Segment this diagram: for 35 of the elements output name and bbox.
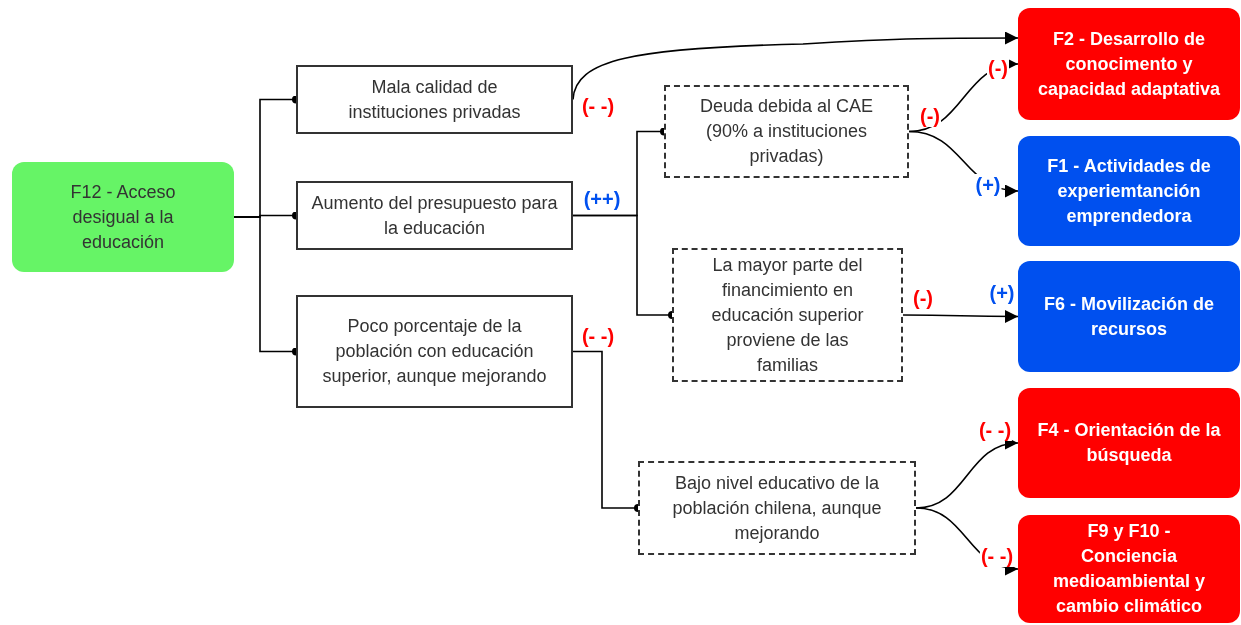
node-text: La mayor parte del financimiento en educación superior proviene de las familias xyxy=(710,253,865,377)
process-box xyxy=(296,295,573,408)
process-box xyxy=(296,65,573,134)
process-box xyxy=(12,162,234,272)
node-text: Aumento del presupuesto para la educación xyxy=(310,191,559,240)
dashed-box xyxy=(638,461,916,555)
dashed-box xyxy=(672,248,903,382)
edge-label: (- -) xyxy=(580,95,616,117)
node-text: F9 y F10 - Conciencia medioambiental y cambio climático xyxy=(1051,520,1206,618)
edge-label: (-) xyxy=(987,57,1009,79)
edge-label: (+) xyxy=(988,282,1016,304)
node-text: F12 - Acceso desigual a la educación xyxy=(69,180,177,254)
node-text: F6 - Movilización de recursos xyxy=(1043,292,1215,341)
edge-label: (- -) xyxy=(979,545,1015,567)
process-box xyxy=(296,181,573,250)
effect-sign: (-) xyxy=(912,287,934,309)
node-text: Deuda debida al CAE (90% a instituciones privadas) xyxy=(698,95,875,168)
factor-box xyxy=(1018,261,1240,372)
edge-label: (- -) xyxy=(580,325,616,347)
factor-box xyxy=(1018,515,1240,623)
node-text: Bajo nivel educativo de la población chilena, aunque mejorando xyxy=(671,471,883,545)
node-text: F1 - Actividades de experiemtanción emprendedora xyxy=(1046,154,1212,228)
node-text: F2 - Desarrollo de conocimento y capacidad adaptativa xyxy=(1036,27,1222,101)
factor-box xyxy=(1018,388,1240,498)
edge-label: (+) xyxy=(974,174,1002,196)
dashed-box xyxy=(664,85,909,178)
node-text: Mala calidad de instituciones privadas xyxy=(347,75,522,124)
factor-box xyxy=(1018,8,1240,120)
node-text: F4 - Orientación de la búsqueda xyxy=(1036,419,1222,467)
factor-box xyxy=(1018,136,1240,246)
node-text: Poco porcentaje de la población con educación superior, aunque mejorando xyxy=(321,315,548,388)
edge-label: (- -) xyxy=(977,419,1013,441)
arrow xyxy=(902,309,1019,323)
edge-label: (++) xyxy=(582,188,622,210)
effect-sign: (-) xyxy=(919,105,941,127)
